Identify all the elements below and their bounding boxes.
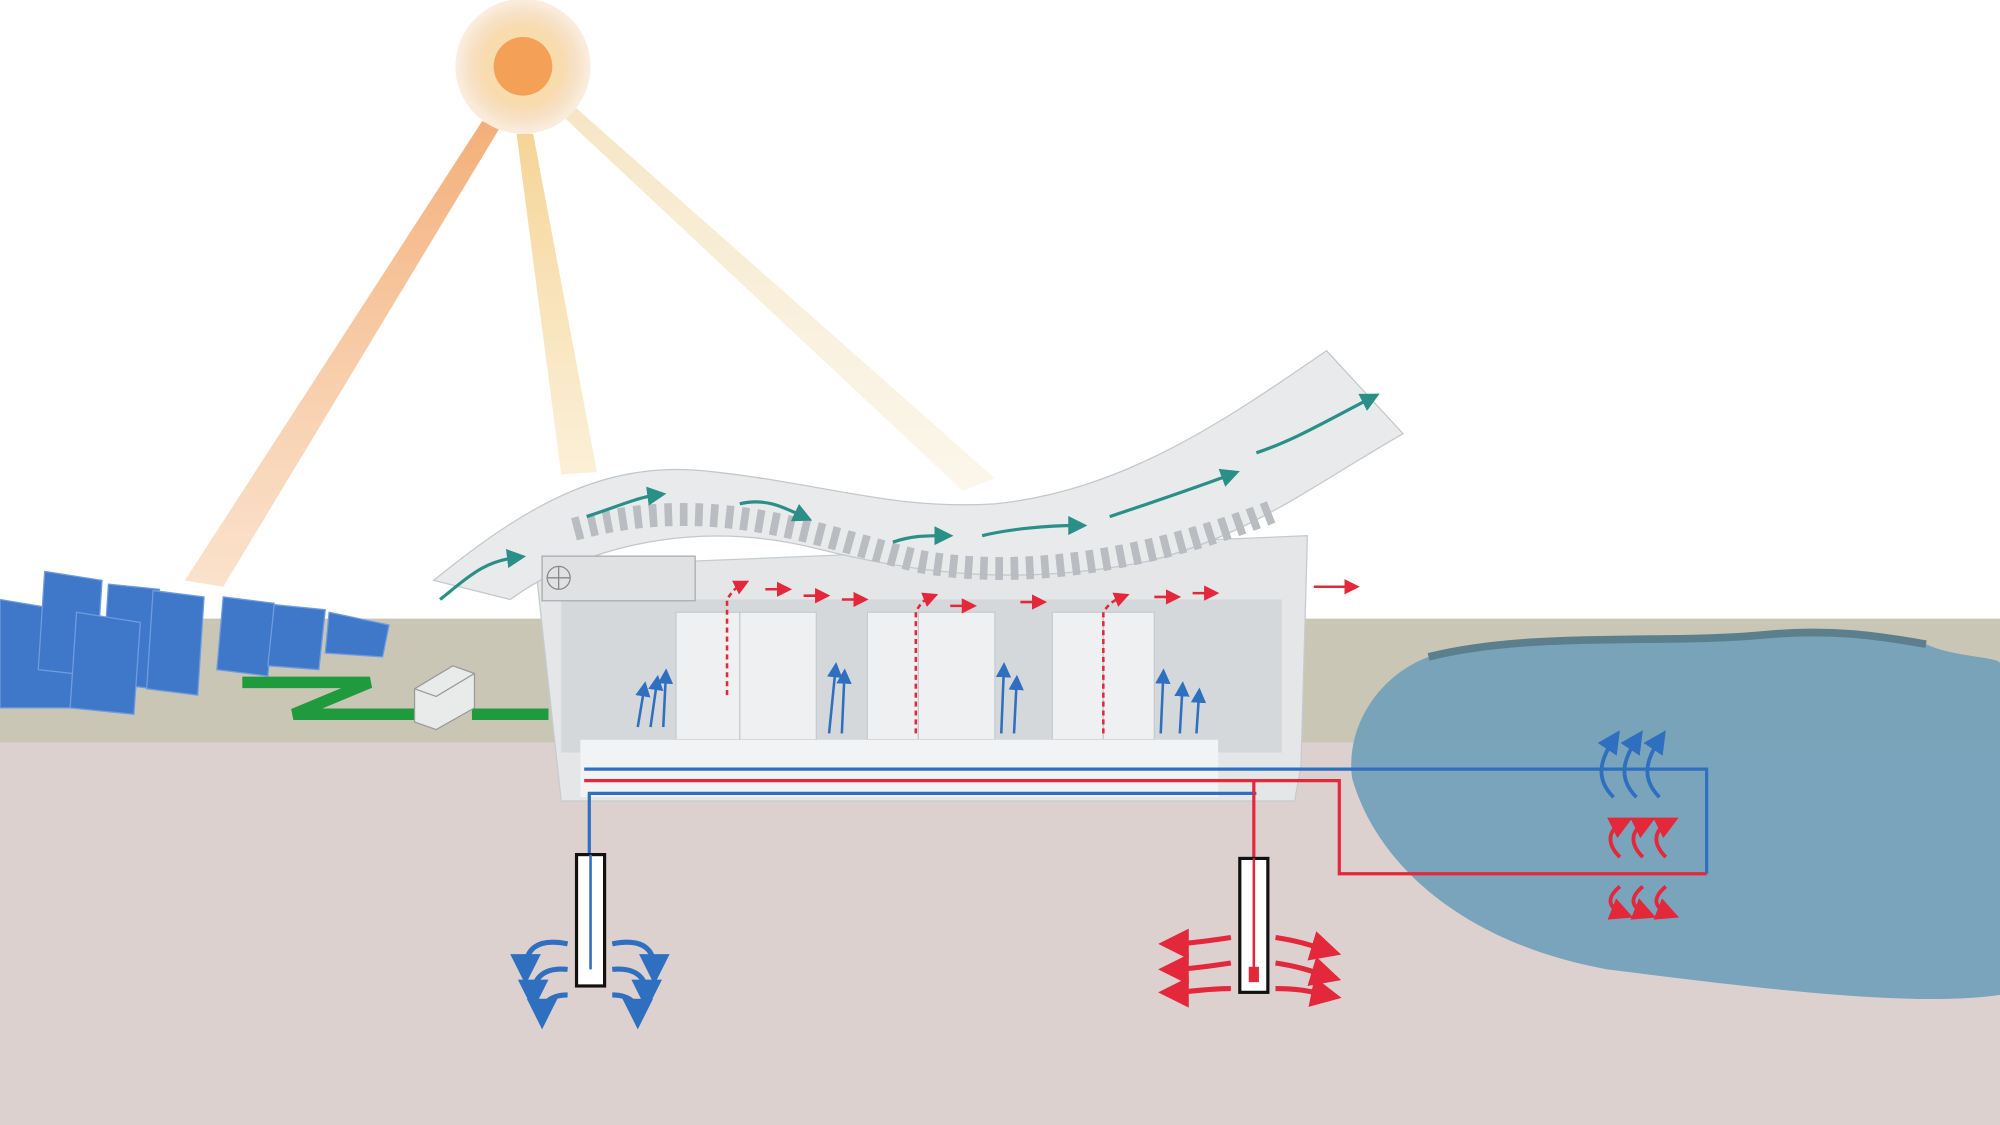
power-cable bbox=[242, 676, 549, 721]
cool-arrow-icon bbox=[510, 939, 670, 1030]
inverter-box-icon bbox=[413, 665, 476, 731]
heat-arrow-icon bbox=[1158, 928, 1342, 1008]
pipe-network bbox=[584, 767, 1709, 876]
lake-edge bbox=[1427, 628, 1927, 661]
server-racks bbox=[675, 611, 1155, 741]
roof-louvres bbox=[570, 499, 1280, 580]
solar-panel-icon bbox=[0, 570, 390, 715]
sun-ray-orange bbox=[184, 121, 500, 587]
air-flow-arrow-icon bbox=[439, 393, 1380, 601]
fan-unit-icon bbox=[541, 555, 696, 602]
cool-air-arrows bbox=[635, 661, 1207, 734]
cool-pipe-loop bbox=[584, 767, 1709, 874]
warm-pipe-loop bbox=[584, 779, 1707, 876]
borehole-icon bbox=[574, 852, 607, 988]
lake bbox=[1351, 632, 2000, 1000]
sun-ray-pale bbox=[561, 108, 995, 492]
lake-warm-arrows bbox=[1607, 817, 1680, 920]
warm-air-arrows bbox=[725, 579, 1360, 734]
lake-cool-arrows bbox=[1597, 730, 1666, 799]
cool-pipe-borehole bbox=[587, 791, 1257, 855]
sun-icon bbox=[455, 0, 591, 134]
borehole-icon bbox=[1238, 856, 1270, 994]
sun-ray-yellow bbox=[516, 133, 597, 475]
